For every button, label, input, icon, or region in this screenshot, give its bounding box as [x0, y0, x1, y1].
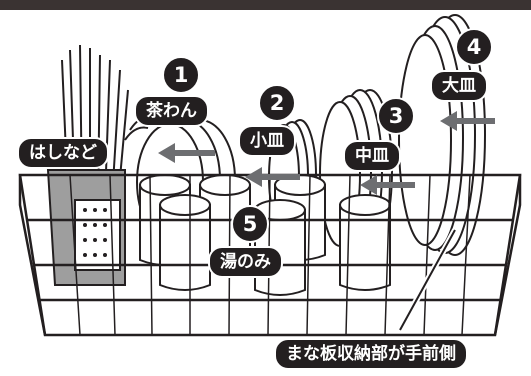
- label-small-plates: 小皿: [238, 125, 296, 157]
- marker-number-1: 1: [162, 56, 200, 94]
- top-bar: [0, 0, 531, 10]
- marker-number-4: 4: [455, 28, 493, 66]
- label-cutting-board-side: まな板収納部が手前側: [274, 338, 468, 370]
- marker-number-5: 5: [231, 205, 269, 243]
- label-large-plates: 大皿: [430, 70, 488, 102]
- label-teacups: 湯のみ: [208, 246, 283, 278]
- label-chopsticks: はしなど: [17, 137, 109, 169]
- arrow-left-icon: [158, 111, 495, 195]
- marker-number-3: 3: [377, 97, 415, 135]
- label-medium-plates: 中皿: [343, 140, 401, 172]
- label-rice-bowls: 茶わん: [134, 95, 209, 127]
- marker-number-2: 2: [258, 84, 296, 122]
